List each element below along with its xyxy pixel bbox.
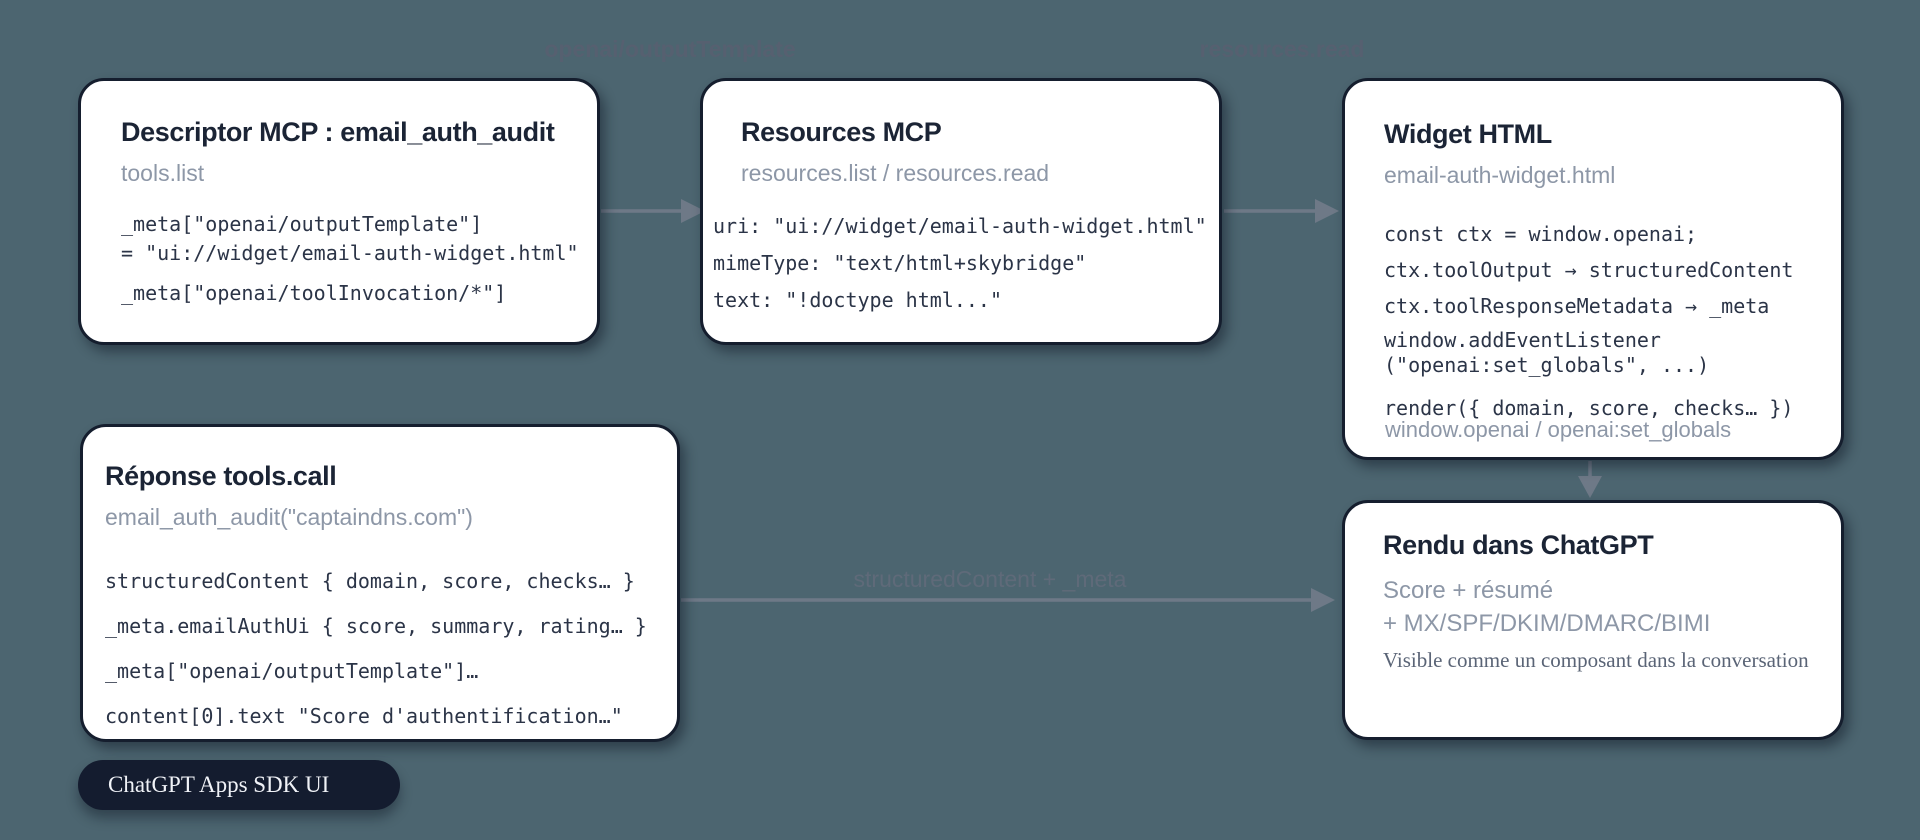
edge-label-output-template: openai/outputTemplate bbox=[544, 36, 796, 62]
response-card-title: Réponse tools.call bbox=[105, 461, 337, 491]
widget-html-card: Widget HTML email-auth-widget.html const… bbox=[1342, 78, 1844, 460]
code-line: _meta.emailAuthUi { score, summary, rati… bbox=[105, 614, 647, 638]
rendered-card-title: Rendu dans ChatGPT bbox=[1383, 530, 1654, 560]
widget-code-block: const ctx = window.openai; ctx.toolOutpu… bbox=[1384, 220, 1825, 422]
code-line: structuredContent { domain, score, check… bbox=[105, 569, 635, 593]
arrow-widget-to-rendered-icon bbox=[1578, 461, 1602, 498]
code-line: text: "!doctype html..." bbox=[713, 288, 1002, 312]
code-line: content[0].text "Score d'authentificatio… bbox=[105, 704, 623, 728]
response-code-block: structuredContent { domain, score, check… bbox=[105, 566, 661, 731]
code-line: uri: "ui://widget/email-auth-widget.html… bbox=[713, 214, 1207, 238]
widget-card-subtitle: email-auth-widget.html bbox=[1384, 162, 1616, 188]
rendered-in-chatgpt-card: Rendu dans ChatGPT Score + résumé + MX/S… bbox=[1342, 500, 1844, 740]
code-line: ctx.toolResponseMetadata → _meta bbox=[1384, 294, 1770, 318]
sdk-badge: ChatGPT Apps SDK UI bbox=[78, 760, 400, 810]
descriptor-card-title: Descriptor MCP : email_auth_audit bbox=[121, 117, 555, 147]
response-card-subtitle: email_auth_audit("captaindns.com") bbox=[105, 504, 473, 530]
arrow-response-to-rendered-icon bbox=[681, 588, 1335, 612]
resources-mcp-card: Resources MCP resources.list / resources… bbox=[700, 78, 1222, 345]
code-line: const ctx = window.openai; bbox=[1384, 222, 1698, 246]
resources-card-subtitle: resources.list / resources.read bbox=[741, 160, 1050, 186]
rendered-summary-line: Score + résumé bbox=[1383, 577, 1554, 604]
arrow-resources-to-widget-icon bbox=[1224, 199, 1339, 223]
descriptor-card-subtitle: tools.list bbox=[121, 160, 205, 186]
descriptor-mcp-card: Descriptor MCP : email_auth_audit tools.… bbox=[78, 78, 600, 345]
code-line: ("openai:set_globals", ...) bbox=[1384, 353, 1710, 377]
code-line: mimeType: "text/html+skybridge" bbox=[713, 251, 1087, 275]
tools-call-response-card: Réponse tools.call email_auth_audit("cap… bbox=[80, 424, 680, 742]
code-line: render({ domain, score, checks… }) bbox=[1384, 396, 1794, 420]
code-line: _meta["openai/outputTemplate"] bbox=[121, 212, 483, 236]
descriptor-code-block: _meta["openai/outputTemplate"] = "ui://w… bbox=[121, 210, 587, 308]
rendered-note: Visible comme un composant dans la conve… bbox=[1383, 648, 1809, 672]
edge-label-structured-content-meta: structuredContent + _meta bbox=[853, 566, 1127, 592]
code-line: _meta["openai/outputTemplate"]… bbox=[105, 659, 479, 683]
code-line: ctx.toolOutput → structuredContent bbox=[1384, 258, 1794, 282]
widget-card-title: Widget HTML bbox=[1384, 119, 1552, 149]
rendered-checks-line: + MX/SPF/DKIM/DMARC/BIMI bbox=[1383, 610, 1711, 637]
resources-card-title: Resources MCP bbox=[741, 117, 942, 147]
resources-code-block: uri: "ui://widget/email-auth-widget.html… bbox=[713, 212, 1209, 314]
edge-label-resources-read: resources.read bbox=[1199, 36, 1365, 62]
code-line: = "ui://widget/email-auth-widget.html" bbox=[121, 241, 579, 265]
widget-card-footer: window.openai / openai:set_globals bbox=[1385, 417, 1732, 442]
arrow-descriptor-to-resources-icon bbox=[601, 199, 705, 223]
code-line: _meta["openai/toolInvocation/*"] bbox=[121, 281, 507, 305]
code-line: window.addEventListener bbox=[1384, 328, 1661, 352]
